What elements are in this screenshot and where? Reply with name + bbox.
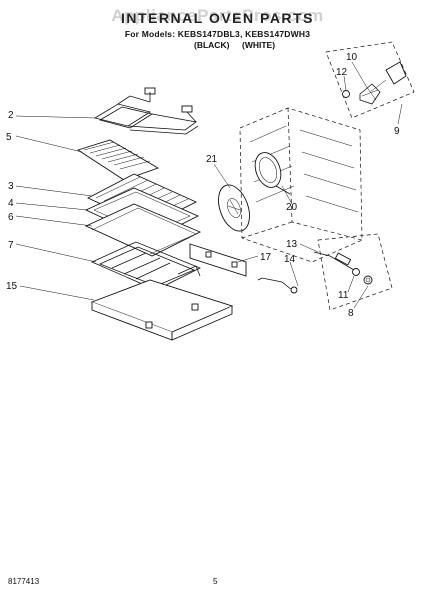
callout-8: 8 <box>348 308 354 319</box>
motor-assembly-box <box>325 41 415 119</box>
diagram-title: INTERNAL OVEN PARTS <box>121 10 314 26</box>
bottom-tray <box>90 279 234 341</box>
callout-10: 10 <box>346 52 358 63</box>
document-number: 8177413 <box>8 577 40 586</box>
bake-element <box>91 241 201 291</box>
broil-element <box>93 87 199 135</box>
callout-11: 11 <box>338 290 349 301</box>
callout-labels: 2 5 3 4 6 7 15 21 20 17 14 13 11 8 10 12… <box>6 52 400 319</box>
convection-ring-element <box>254 152 291 195</box>
page-number: 5 <box>213 577 218 586</box>
callout-7: 7 <box>8 240 14 251</box>
broil-pan <box>84 203 202 257</box>
callout-3: 3 <box>8 181 14 192</box>
rear-bracket <box>189 243 247 277</box>
leader-lines <box>15 61 403 309</box>
callout-15: 15 <box>6 281 18 292</box>
callout-13: 13 <box>286 239 298 250</box>
oven-top-panel <box>76 139 160 181</box>
fan-baffle-disc <box>218 184 250 232</box>
callout-21: 21 <box>206 154 218 165</box>
oven-cavity <box>239 107 363 263</box>
callout-17: 17 <box>260 252 272 263</box>
callout-4: 4 <box>8 198 14 209</box>
callout-9: 9 <box>394 126 400 137</box>
callout-12: 12 <box>336 67 348 78</box>
variant-black-label: (BLACK) <box>194 40 230 50</box>
callout-2: 2 <box>8 110 14 121</box>
model-numbers: For Models: KEBS147DBL3, KEBS147DWH3 <box>124 29 311 39</box>
callout-20: 20 <box>286 202 298 213</box>
variant-white-label: (WHITE) <box>242 40 276 50</box>
callout-14: 14 <box>284 254 296 265</box>
light-assembly-box <box>313 233 393 311</box>
callout-5: 5 <box>6 132 12 143</box>
temperature-probe <box>257 277 298 294</box>
callout-6: 6 <box>8 212 14 223</box>
